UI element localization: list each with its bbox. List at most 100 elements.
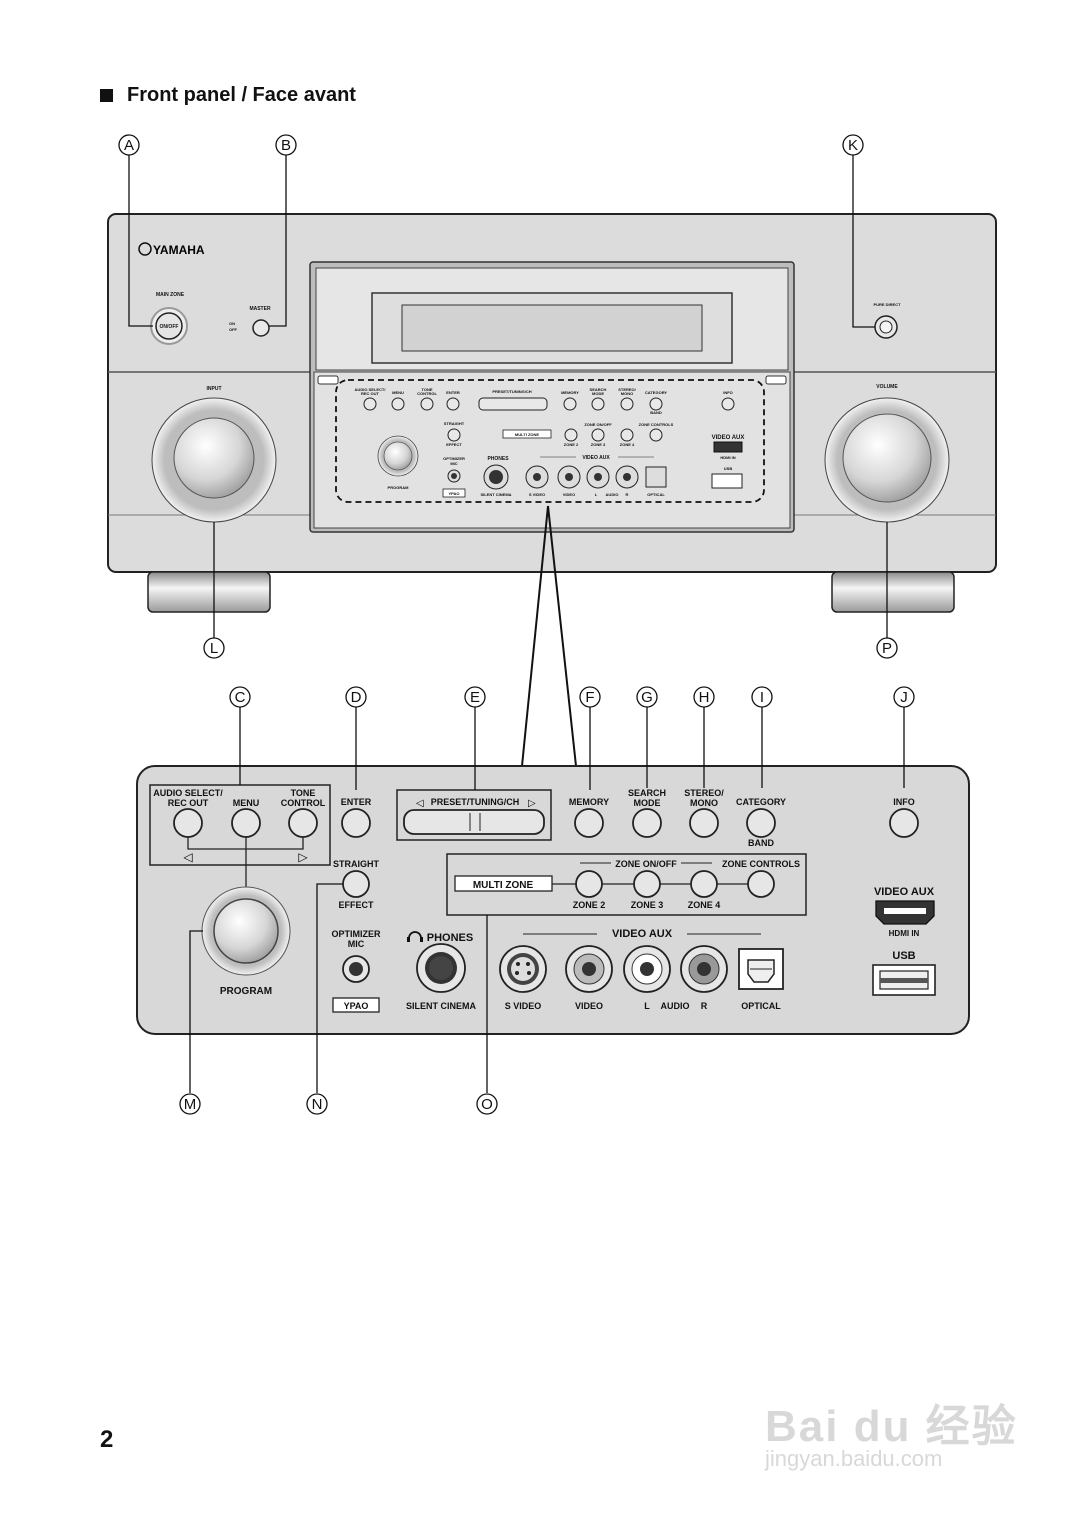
right-arrow-icon: ▷ bbox=[298, 850, 308, 864]
info-button[interactable] bbox=[889, 808, 919, 838]
program-label: PROGRAM bbox=[220, 986, 272, 997]
straight-button[interactable] bbox=[342, 870, 370, 898]
video-label: VIDEO bbox=[575, 1001, 603, 1011]
multi-zone-group bbox=[446, 853, 807, 916]
preset-rocker-switch[interactable] bbox=[403, 809, 545, 835]
mini-front-controls: AUDIO SELECT/ REC OUT MENU TONE CONTROL … bbox=[355, 387, 744, 498]
input-knob[interactable] bbox=[151, 397, 277, 523]
svg-text:ZONE 4: ZONE 4 bbox=[620, 442, 635, 447]
video-aux-hdmi-label: VIDEO AUX bbox=[874, 886, 935, 898]
callout-g: G bbox=[636, 686, 658, 708]
svg-text:R: R bbox=[626, 492, 629, 497]
svg-text:J: J bbox=[900, 689, 908, 706]
master-switch[interactable] bbox=[252, 319, 270, 337]
svg-text:YAMAHA: YAMAHA bbox=[153, 243, 205, 257]
phones-jack[interactable] bbox=[416, 943, 466, 993]
audio-select-button[interactable] bbox=[173, 808, 203, 838]
preset-left-arrow-icon: ◁ bbox=[416, 798, 424, 809]
zone2-button[interactable] bbox=[575, 870, 603, 898]
zone-controls-label: ZONE CONTROLS bbox=[722, 859, 800, 869]
program-knob[interactable] bbox=[201, 886, 291, 976]
svg-text:ZONE ON/OFF: ZONE ON/OFF bbox=[584, 422, 612, 427]
page-number: 2 bbox=[100, 1426, 114, 1453]
svg-text:H: H bbox=[699, 689, 710, 706]
hdmi-port[interactable] bbox=[875, 900, 935, 925]
usb-port[interactable] bbox=[872, 964, 936, 996]
svg-text:B: B bbox=[281, 137, 291, 154]
yamaha-logo: YAMAHA bbox=[138, 242, 205, 257]
menu-button[interactable] bbox=[231, 808, 261, 838]
svg-text:L: L bbox=[210, 640, 218, 657]
svg-text:C: C bbox=[235, 689, 246, 706]
mode-label: MODE bbox=[634, 798, 661, 808]
search-mode-button[interactable] bbox=[632, 808, 662, 838]
memory-button[interactable] bbox=[574, 808, 604, 838]
tone-control-button[interactable] bbox=[288, 808, 318, 838]
zone-controls-button[interactable] bbox=[747, 870, 775, 898]
rec-out-label: REC OUT bbox=[168, 798, 209, 808]
svg-text:S VIDEO: S VIDEO bbox=[529, 492, 545, 497]
svg-text:AUDIO SELECT/: AUDIO SELECT/ bbox=[355, 387, 387, 392]
svg-text:VIDEO: VIDEO bbox=[563, 492, 575, 497]
zone3-button[interactable] bbox=[633, 870, 661, 898]
audio-r-jack[interactable] bbox=[680, 945, 728, 993]
svg-text:INFO: INFO bbox=[723, 390, 733, 395]
volume-knob[interactable] bbox=[824, 397, 950, 523]
callout-i: I bbox=[751, 686, 773, 708]
audio-select-label: AUDIO SELECT/ bbox=[153, 788, 223, 798]
audio-l-jack[interactable] bbox=[623, 945, 671, 993]
left-arrow-icon: ◁ bbox=[182, 850, 192, 864]
callout-h: H bbox=[693, 686, 715, 708]
video-jack[interactable] bbox=[565, 945, 613, 993]
info-label: INFO bbox=[893, 797, 915, 807]
svg-text:STRAIGHT: STRAIGHT bbox=[444, 421, 465, 426]
band-label: BAND bbox=[748, 838, 774, 848]
enter-button[interactable] bbox=[341, 808, 371, 838]
svg-text:N: N bbox=[312, 1096, 323, 1113]
ypao-label: YPAO bbox=[344, 1001, 369, 1011]
svg-text:ON/OFF: ON/OFF bbox=[160, 324, 179, 330]
s-video-label: S VIDEO bbox=[505, 1001, 542, 1011]
callout-b: B bbox=[275, 134, 297, 156]
pure-direct-button[interactable] bbox=[874, 315, 898, 339]
svg-text:G: G bbox=[641, 689, 653, 706]
svg-text:AUDIO: AUDIO bbox=[606, 492, 619, 497]
svg-text:MONO: MONO bbox=[621, 391, 633, 396]
optimizer-mic-jack[interactable] bbox=[342, 955, 370, 983]
power-button[interactable]: ON/OFF bbox=[150, 307, 188, 345]
svg-text:SEARCH: SEARCH bbox=[590, 387, 607, 392]
master-label: MASTER bbox=[249, 306, 271, 312]
svg-text:MULTI ZONE: MULTI ZONE bbox=[515, 432, 539, 437]
straight-label: STRAIGHT bbox=[333, 859, 380, 869]
svg-text:E: E bbox=[470, 689, 480, 706]
stereo-label: STEREO/ bbox=[684, 788, 724, 798]
video-aux-label: VIDEO AUX bbox=[612, 928, 673, 940]
zone3-label: ZONE 3 bbox=[631, 900, 664, 910]
control-label: CONTROL bbox=[281, 798, 326, 808]
s-video-jack[interactable] bbox=[499, 945, 547, 993]
svg-text:MODE: MODE bbox=[592, 391, 604, 396]
audio-r-label: R bbox=[701, 1001, 708, 1011]
stereo-mono-button[interactable] bbox=[689, 808, 719, 838]
zone4-button[interactable] bbox=[690, 870, 718, 898]
optimizer-label: OPTIMIZER bbox=[332, 929, 381, 939]
preset-group bbox=[396, 789, 552, 841]
audio-label: AUDIO bbox=[661, 1001, 690, 1011]
svg-text:PRESET/TUNING/CH: PRESET/TUNING/CH bbox=[492, 389, 531, 394]
right-foot bbox=[831, 571, 955, 613]
master-on-label: ON bbox=[229, 321, 235, 326]
svg-text:O: O bbox=[481, 1096, 493, 1113]
callout-d: D bbox=[345, 686, 367, 708]
zoom-line-left bbox=[521, 505, 549, 767]
svg-text:REC OUT: REC OUT bbox=[361, 391, 380, 396]
search-label: SEARCH bbox=[628, 788, 666, 798]
callout-m: M bbox=[179, 1093, 201, 1115]
optical-port[interactable] bbox=[738, 948, 784, 990]
category-button[interactable] bbox=[746, 808, 776, 838]
callout-o: O bbox=[476, 1093, 498, 1115]
svg-text:OPTIMIZER: OPTIMIZER bbox=[443, 456, 465, 461]
svg-text:TONE: TONE bbox=[421, 387, 432, 392]
svg-text:YPAO: YPAO bbox=[448, 491, 459, 496]
svg-text:ENTER: ENTER bbox=[446, 390, 460, 395]
